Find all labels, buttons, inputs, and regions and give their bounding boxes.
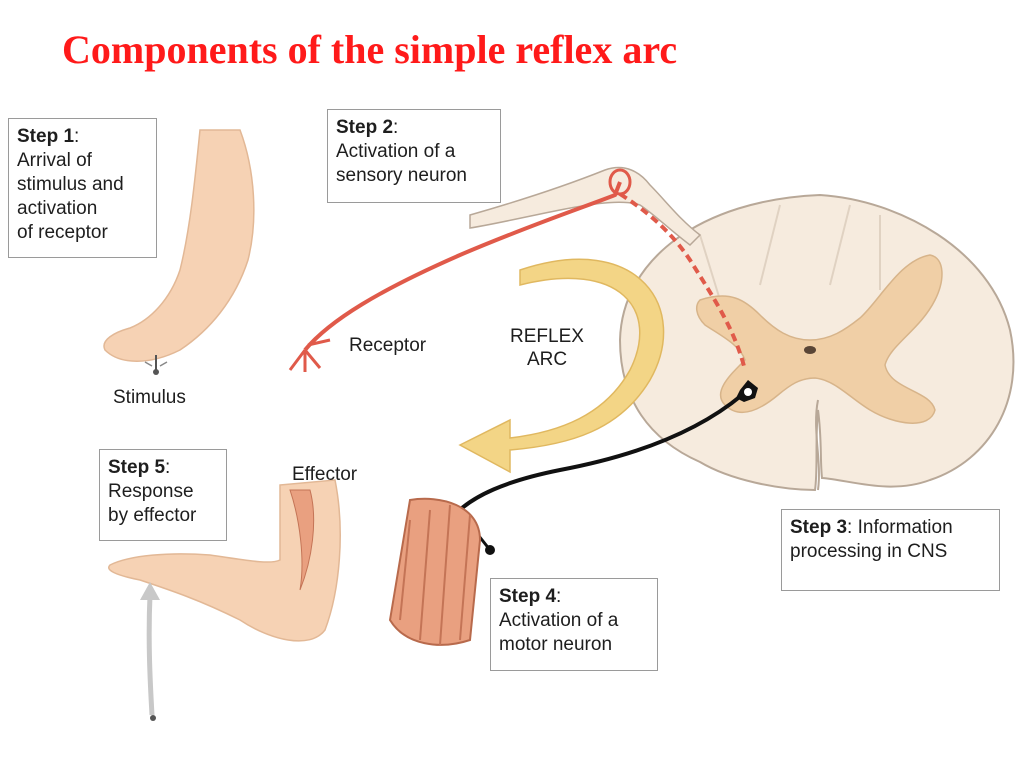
- stimulus-label: Stimulus: [113, 387, 186, 408]
- sensory-neuron: [288, 181, 747, 372]
- step-1-line-4: of receptor: [17, 222, 108, 243]
- effector-label: Effector: [292, 464, 358, 485]
- step-4-box: Step 4: Activation of a motor neuron: [490, 578, 658, 671]
- response-arrow: [140, 582, 160, 721]
- step-3-line-1: Information: [857, 517, 953, 538]
- step-3-line-2: processing in CNS: [790, 541, 948, 562]
- spinal-cord: [618, 193, 1015, 492]
- stimulus-pin: [144, 355, 168, 375]
- step-1-box: Step 1: Arrival of stimulus and activati…: [8, 118, 157, 258]
- reflex-arc-label-line-1: REFLEX: [510, 326, 584, 347]
- step-4-label: Step 4: [499, 586, 557, 607]
- step-5-label: Step 5: [108, 457, 166, 478]
- receptor-label: Receptor: [349, 335, 427, 356]
- reflex-arc-label: REFLEX ARC: [507, 325, 587, 371]
- muscle-bundle: [388, 497, 482, 646]
- step-2-label: Step 2: [336, 117, 394, 138]
- arm-response: [108, 479, 341, 642]
- step-2-line-2: sensory neuron: [336, 165, 467, 186]
- page-title: Components of the simple reflex arc: [62, 27, 678, 72]
- step-3-label: Step 3: [790, 517, 848, 538]
- arm-stimulus: [103, 129, 255, 362]
- step-5-box: Step 5: Response by effector: [99, 449, 227, 541]
- reflex-arc-arrow: [458, 258, 665, 474]
- step-4-line-1: Activation of a: [499, 610, 619, 631]
- step-2-line-1: Activation of a: [336, 141, 456, 162]
- step-1-line-3: activation: [17, 198, 98, 219]
- step-1-line-2: stimulus and: [17, 174, 124, 195]
- step-4-line-2: motor neuron: [499, 634, 613, 655]
- step-5-line-1: Response: [108, 481, 194, 502]
- step-3-box: Step 3: Information processing in CNS: [781, 509, 1000, 591]
- reflex-arc-label-line-2: ARC: [526, 349, 568, 370]
- step-2-box: Step 2: Activation of a sensory neuron: [327, 109, 501, 203]
- step-1-line-1: Arrival of: [17, 150, 92, 171]
- step-5-line-2: by effector: [108, 505, 197, 526]
- step-1-label: Step 1: [17, 126, 75, 147]
